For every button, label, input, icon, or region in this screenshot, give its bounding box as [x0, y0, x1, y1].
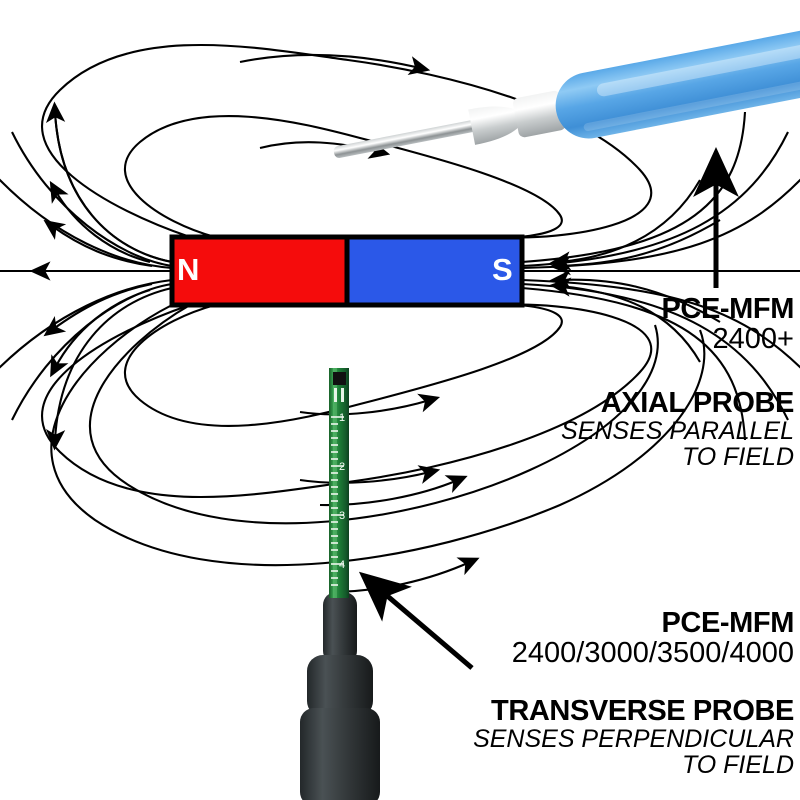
field-line-r5arrow: [549, 269, 721, 323]
transverse-probe-subtitle-line2: TO FIELD: [681, 751, 794, 780]
field-line-r3: [521, 178, 800, 270]
transverse-probe-sensor-chip: [333, 372, 346, 385]
field-line-bot-mid: [88, 304, 659, 525]
transverse-probe-handle-mid: [307, 655, 373, 717]
transverse-pointer-arrow: [358, 571, 474, 670]
transverse-probe-handle-neck: [323, 592, 357, 664]
transverse-probe-model-block: PCE-MFM 2400/3000/3500/4000: [511, 607, 795, 670]
field-line-l3arrow: [43, 219, 153, 268]
transverse-probe-title-block: TRANSVERSE PROBE SENSES PERPENDICULAR TO…: [473, 696, 794, 778]
field-line-r1: [521, 111, 747, 264]
scale-number-2: 2: [339, 461, 345, 473]
field-line-top-inner: [123, 115, 563, 240]
field-line-r6arrow: [549, 277, 701, 363]
scale-number-4: 4: [339, 559, 345, 571]
axial-probe-device: [333, 27, 800, 158]
axial-probe-body: [555, 27, 800, 139]
magnet-north-label: N: [177, 252, 200, 287]
axial-probe-subtitle-line2: TO FIELD: [681, 443, 794, 472]
axial-probe-collar-body: [513, 90, 566, 138]
transverse-probe-trace-a: [334, 388, 337, 402]
field-line-top-outer: [41, 43, 653, 239]
field-line-bot-inner-arrow: [299, 393, 441, 416]
scale-number-3: 3: [339, 510, 345, 522]
transverse-probe-blade-gloss: [333, 368, 337, 598]
field-line-top-outer-arrow: [239, 53, 431, 75]
field-line-bot-outer-arrow: [299, 465, 441, 484]
transverse-probe-device: 1 2 3 4: [300, 368, 380, 800]
transverse-probe-model-line2: 2400/3000/3500/4000: [511, 637, 794, 670]
callout-pointers: [358, 147, 739, 670]
transverse-probe-title: TRANSVERSE PROBE: [491, 695, 794, 727]
field-line-l2arrow: [49, 180, 151, 264]
field-line-l4arrow: [43, 282, 153, 337]
axial-probe-model-block: PCE-MFM 2400+: [661, 294, 794, 354]
field-line-l2: [11, 131, 173, 268]
field-line-r1arrow: [549, 179, 701, 271]
axial-probe-subtitle-line1: SENSES PARALLEL: [561, 417, 794, 446]
field-line-bot-inner: [123, 302, 563, 427]
scale-number-1: 1: [339, 412, 345, 424]
field-line-r4: [521, 278, 800, 369]
field-line-l4: [0, 278, 173, 369]
axial-probe-shaft: [333, 119, 482, 158]
field-line-l3: [0, 178, 173, 270]
field-line-group: [0, 43, 800, 594]
field-line-l1b: [53, 111, 173, 264]
magnet-outline: [169, 234, 525, 308]
axial-probe-model-line1: PCE-MFM: [661, 293, 794, 325]
transverse-probe-handle-base: [300, 708, 380, 800]
bar-magnet: [169, 234, 525, 308]
axial-probe-body-gloss: [596, 42, 800, 97]
field-line-l5arrow: [50, 288, 151, 378]
axial-probe-collar: [468, 106, 522, 145]
transverse-probe-scale-numbers: 1 2 3 4: [339, 412, 345, 571]
field-line-r6: [521, 286, 747, 441]
field-line-r2: [521, 131, 789, 268]
axial-probe-body-gloss2: [583, 74, 800, 132]
field-line-bot-wide: [50, 304, 706, 567]
transverse-probe-model-line1: PCE-MFM: [661, 607, 794, 639]
transverse-probe-trace-b: [341, 388, 344, 402]
magnet-south-label: S: [492, 252, 513, 287]
transverse-probe-subtitle-line1: SENSES PERPENDICULAR: [473, 725, 794, 754]
field-line-l6: [45, 286, 173, 451]
axial-probe-model-line2: 2400+: [712, 323, 794, 356]
axial-probe-title-block: AXIAL PROBE SENSES PARALLEL TO FIELD: [561, 388, 794, 470]
axial-probe-title: AXIAL PROBE: [600, 387, 795, 419]
transverse-probe-scale: [331, 416, 344, 586]
